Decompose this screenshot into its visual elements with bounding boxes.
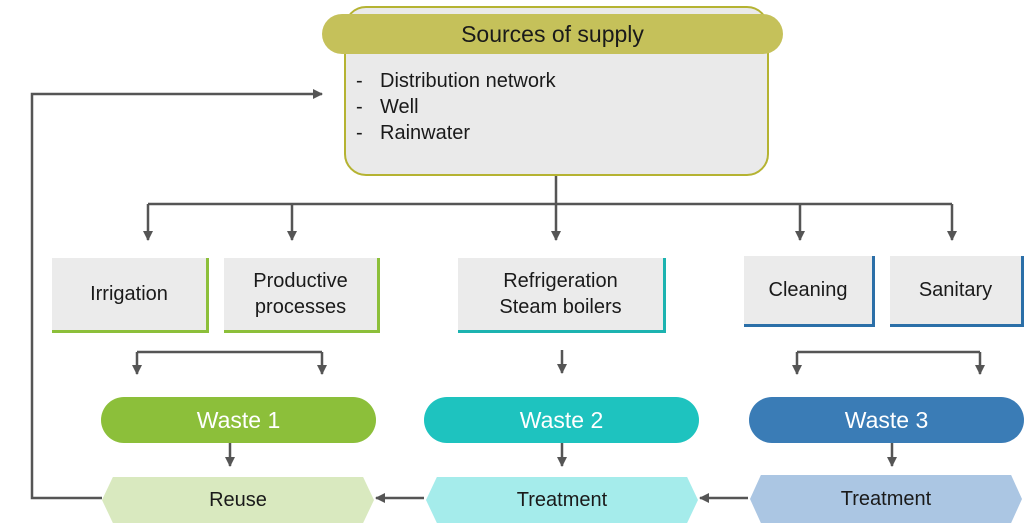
- refrigeration-steam-label: Refrigeration Steam boilers: [499, 270, 622, 318]
- sources-of-supply-title: Sources of supply: [322, 14, 783, 54]
- productive-processes-box: Productive processes: [224, 258, 380, 333]
- supply-item: -Rainwater: [356, 122, 471, 144]
- reuse-box: Reuse: [102, 477, 374, 523]
- supply-sources-list: -Distribution network -Well -Rainwater: [356, 68, 556, 146]
- sanitary-box: Sanitary: [890, 256, 1024, 327]
- cleaning-box: Cleaning: [744, 256, 875, 327]
- sources-of-supply-label: Sources of supply: [461, 20, 644, 47]
- treatment-3-box: Treatment: [750, 475, 1022, 523]
- waste-2-pill: Waste 2: [424, 397, 699, 443]
- sanitary-label: Sanitary: [918, 279, 993, 301]
- productive-processes-label: Productive processes: [253, 270, 348, 318]
- irrigation-label: Irrigation: [90, 283, 168, 305]
- irrigation-box: Irrigation: [52, 258, 209, 333]
- waste-3-pill: Waste 3: [749, 397, 1024, 443]
- treatment-2-box: Treatment: [426, 477, 698, 523]
- cleaning-label: Cleaning: [768, 279, 848, 301]
- supply-item: -Well: [356, 96, 419, 118]
- waste-1-pill: Waste 1: [101, 397, 376, 443]
- refrigeration-steam-box: Refrigeration Steam boilers: [458, 258, 666, 333]
- supply-item: -Distribution network: [356, 70, 556, 92]
- reuse-loop-arrow: [30, 89, 323, 500]
